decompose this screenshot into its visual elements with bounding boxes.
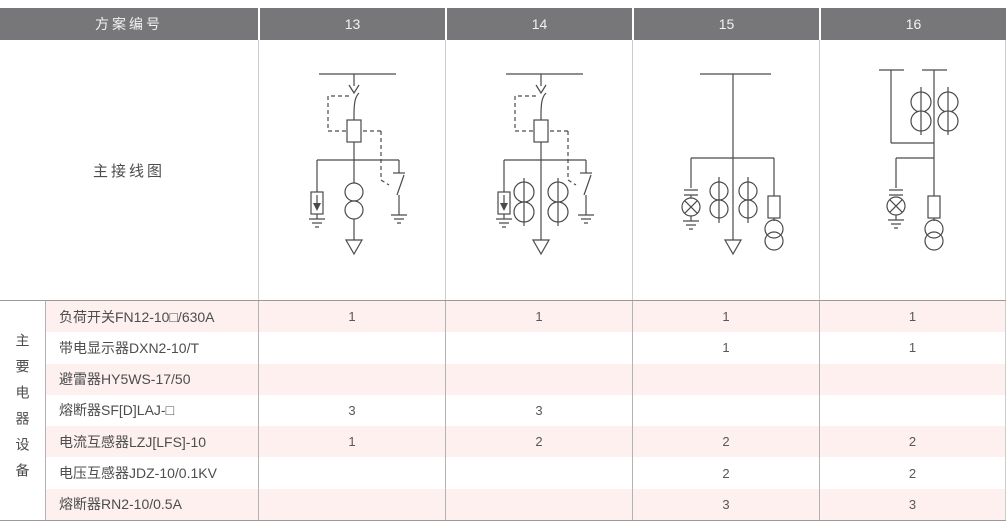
table-row: 电流互感器LZJ[LFS]-10 1 2 2 2 xyxy=(46,426,1006,458)
incoming-arrow-icon xyxy=(348,74,360,95)
qty-cell xyxy=(819,363,1006,395)
equipment-name: 电压互感器JDZ-10/0.1KV xyxy=(59,465,217,482)
fuse-icon xyxy=(927,195,941,221)
table-row: 熔断器SF[D]LAJ-□ 3 3 xyxy=(46,394,1006,427)
scheme-no-header: 方案编号 xyxy=(0,8,258,40)
qty-cell: 3 xyxy=(632,488,819,520)
qty-cell xyxy=(632,363,819,395)
equipment-name: 带电显示器DXN2-10/T xyxy=(59,339,200,356)
qty-cell xyxy=(258,488,445,520)
interlock-dashed-link xyxy=(514,95,577,186)
scheme-14-header: 14 xyxy=(445,8,632,40)
scheme-13-header: 13 xyxy=(258,8,445,40)
table-row: 负荷开关FN12-10□/630A 1 1 1 1 xyxy=(46,301,1006,333)
qty-cell: 1 xyxy=(445,301,632,333)
earthing-switch-icon xyxy=(391,160,407,224)
qty-cell xyxy=(819,394,1006,427)
qty-cell: 2 xyxy=(632,426,819,458)
equipment-name: 避雷器HY5WS-17/50 xyxy=(59,371,191,388)
current-transformer-pair-icon xyxy=(709,177,758,223)
qty-cell: 2 xyxy=(445,426,632,458)
current-transformer-pair-icon xyxy=(513,178,569,226)
cable-head-icon xyxy=(344,239,364,256)
equipment-name: 电流互感器LZJ[LFS]-10 xyxy=(59,433,207,450)
equipment-group-label: 主要电器设备 xyxy=(14,332,31,489)
qty-cell: 1 xyxy=(632,332,819,364)
qty-cell: 3 xyxy=(445,394,632,427)
wiring-diagram-13 xyxy=(258,40,445,300)
scheme-15-header: 15 xyxy=(632,8,819,40)
qty-cell: 1 xyxy=(258,426,445,458)
equipment-section: 主要电器设备 负荷开关FN12-10□/630A 1 1 1 1 带电显示器DX… xyxy=(0,300,1006,521)
earthing-switch-icon xyxy=(578,160,594,224)
qty-cell xyxy=(445,457,632,489)
table-header: 方案编号 13 14 15 16 xyxy=(0,8,1006,40)
qty-cell: 3 xyxy=(258,394,445,427)
current-transformer-pair-icon xyxy=(910,87,959,135)
table-row: 带电显示器DXN2-10/T 1 1 xyxy=(46,332,1006,364)
scheme-16-header: 16 xyxy=(819,8,1006,40)
live-display-icon xyxy=(886,158,906,229)
live-display-icon xyxy=(681,158,701,230)
load-switch-icon xyxy=(540,92,547,116)
qty-cell: 3 xyxy=(819,488,1006,520)
qty-cell: 1 xyxy=(632,301,819,333)
qty-cell: 1 xyxy=(258,301,445,333)
wiring-diagram-15 xyxy=(632,40,819,300)
equipment-name: 熔断器SF[D]LAJ-□ xyxy=(59,402,175,419)
cable-head-icon xyxy=(723,239,743,256)
qty-cell: 2 xyxy=(632,457,819,489)
qty-cell xyxy=(258,363,445,395)
qty-cell xyxy=(445,332,632,364)
qty-cell: 2 xyxy=(819,457,1006,489)
voltage-transformer-icon xyxy=(764,219,784,251)
incoming-arrow-icon xyxy=(535,74,547,95)
wiring-diagram-label: 主接线图 xyxy=(92,162,165,180)
qty-cell: 2 xyxy=(819,426,1006,458)
qty-cell: 1 xyxy=(819,301,1006,333)
qty-cell xyxy=(445,363,632,395)
qty-cell xyxy=(258,332,445,364)
arrester-icon xyxy=(309,160,325,228)
current-transformer-icon xyxy=(344,182,364,220)
fuse-icon xyxy=(767,158,781,221)
table-row: 避雷器HY5WS-17/50 xyxy=(46,363,1006,395)
qty-cell xyxy=(445,488,632,520)
wiring-diagram-16 xyxy=(819,40,1006,300)
wiring-diagram-row: 主接线图 xyxy=(0,40,1006,300)
equipment-rows: 负荷开关FN12-10□/630A 1 1 1 1 带电显示器DXN2-10/T… xyxy=(46,301,1006,520)
equipment-group-column: 主要电器设备 xyxy=(0,301,46,520)
qty-cell: 1 xyxy=(819,332,1006,364)
cable-head-icon xyxy=(531,239,551,256)
interlock-dashed-link xyxy=(327,95,390,186)
fuse-icon xyxy=(346,119,362,143)
qty-cell xyxy=(258,457,445,489)
equipment-name: 负荷开关FN12-10□/630A xyxy=(59,308,215,325)
arrester-icon xyxy=(496,160,512,228)
voltage-transformer-icon xyxy=(924,219,944,251)
fuse-icon xyxy=(533,119,549,143)
load-switch-icon xyxy=(353,92,360,116)
table-row: 熔断器RN2-10/0.5A 3 3 xyxy=(46,488,1006,520)
qty-cell xyxy=(632,394,819,427)
wiring-diagram-14 xyxy=(445,40,632,300)
equipment-name: 熔断器RN2-10/0.5A xyxy=(59,496,182,513)
table-row: 电压互感器JDZ-10/0.1KV 2 2 xyxy=(46,457,1006,489)
